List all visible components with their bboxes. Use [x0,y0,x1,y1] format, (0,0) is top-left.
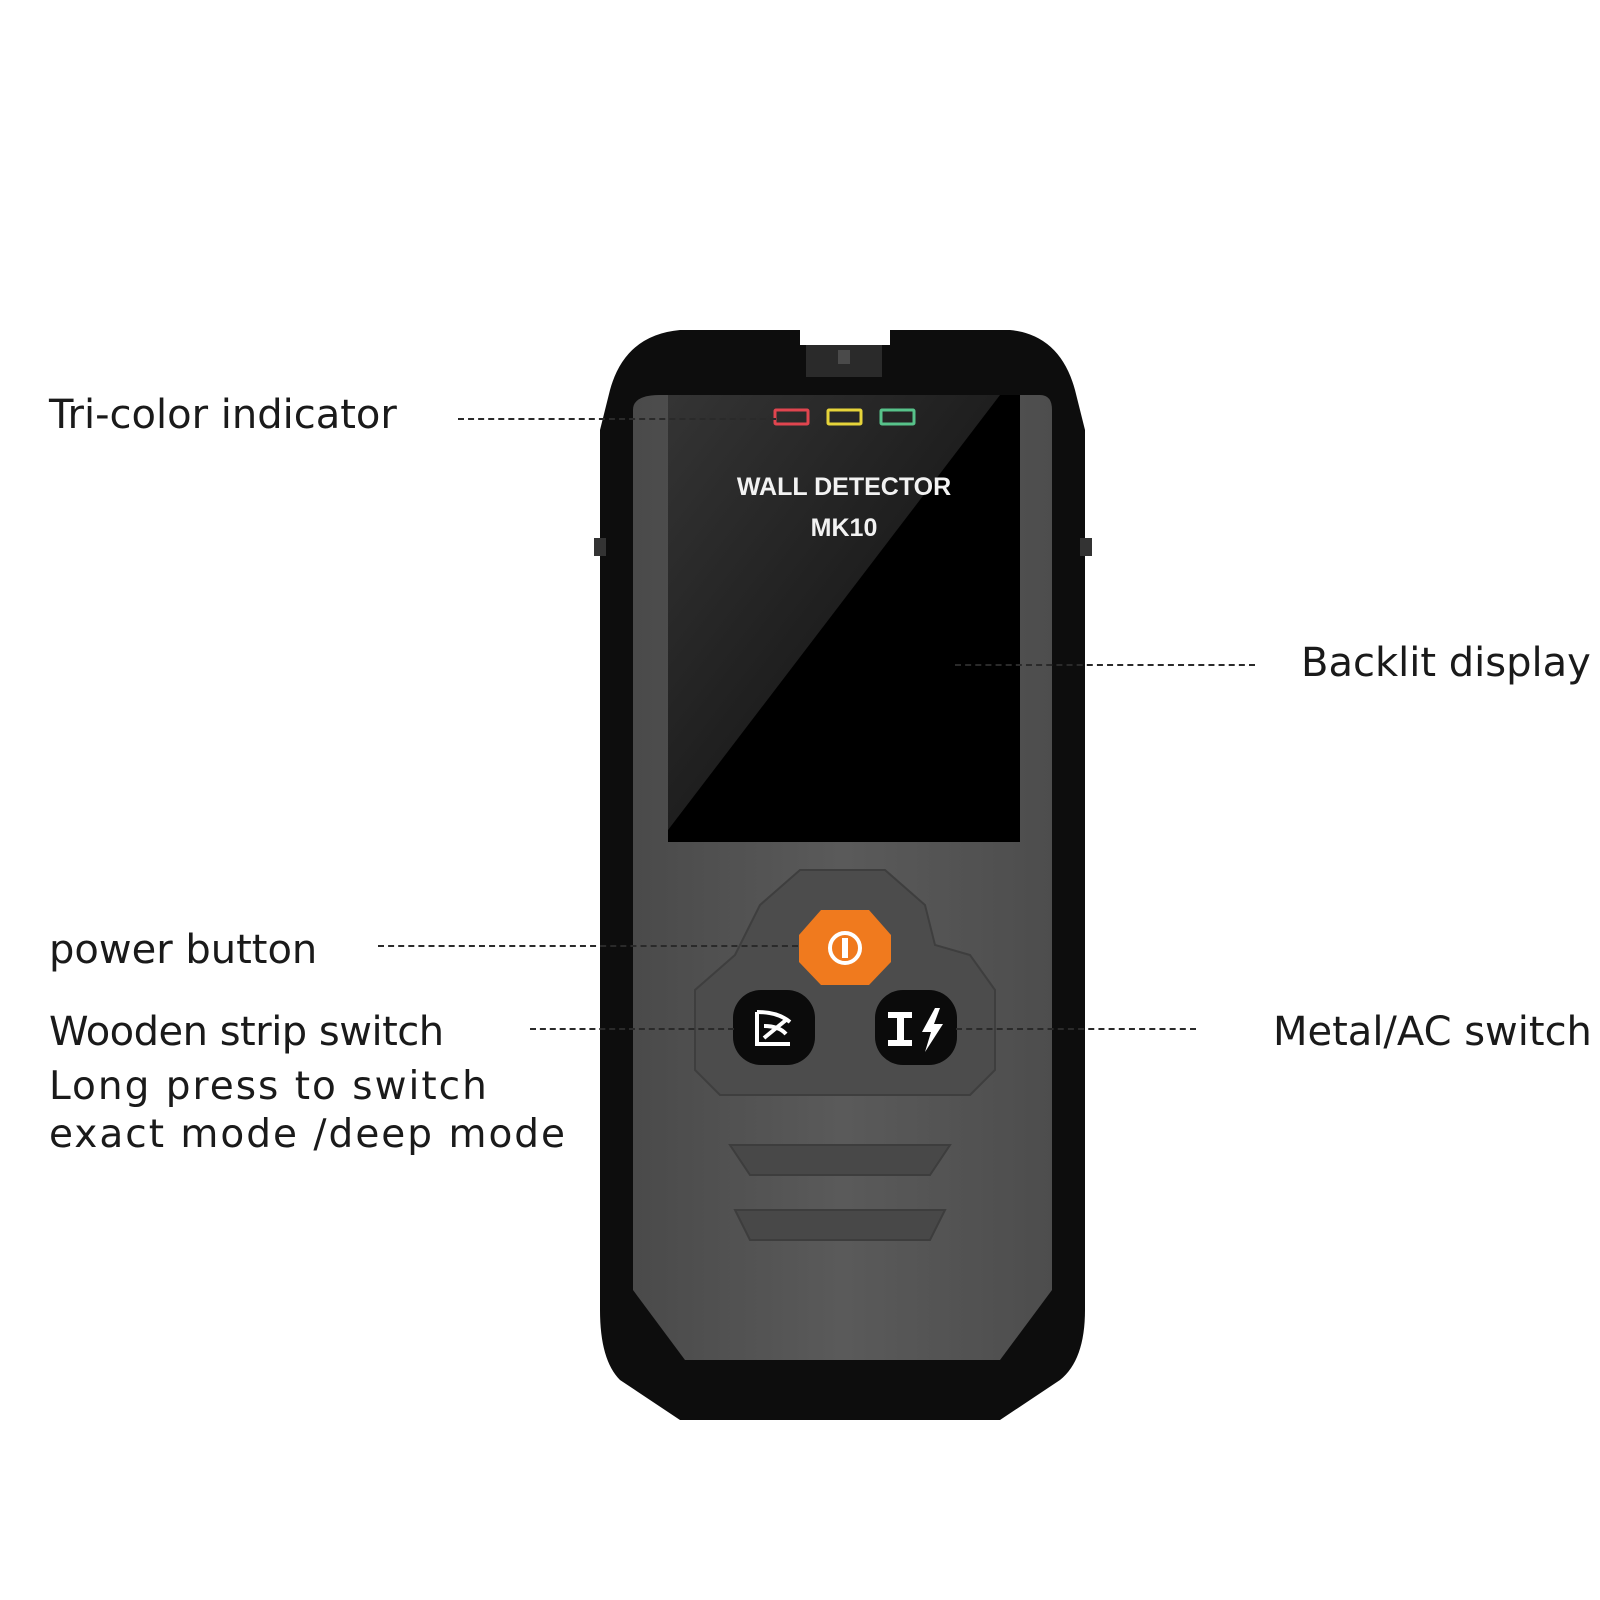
wooden-strip-switch-button[interactable] [733,990,815,1065]
right-grip [1080,538,1092,556]
leader-power-button [378,945,798,947]
long-press-note: Long press to switch exact mode /deep mo… [49,1063,567,1159]
long-press-note-line1: Long press to switch [49,1064,489,1109]
wood-grain-icon [755,1010,792,1046]
callout-power-button: power button [49,927,318,973]
indicator-yellow [826,408,863,426]
indicator-red [773,408,810,426]
callout-tri-color-indicator: Tri-color indicator [49,392,397,438]
leader-backlit-display [955,664,1255,666]
callout-wooden-strip-switch: Wooden strip switch [49,1009,444,1055]
grip-ridge-2 [733,1209,947,1241]
screen-model: MK10 [811,514,878,542]
leader-metal-ac-switch [956,1028,1196,1030]
callout-metal-ac-switch: Metal/AC switch [1273,1009,1592,1055]
metal-ac-icon [888,1008,943,1052]
leader-tri-color-indicator [458,418,776,420]
screen-title: WALL DETECTOR [737,473,951,501]
callout-backlit-display: Backlit display [1301,640,1591,686]
long-press-note-line2: exact mode /deep mode [49,1112,568,1157]
grip-ridge-1 [728,1144,952,1176]
metal-ac-switch-button[interactable] [875,990,957,1065]
tri-color-indicator [773,408,916,426]
indicator-green [879,408,916,426]
power-button[interactable] [799,910,891,985]
left-grip [594,538,606,556]
power-icon [828,931,862,965]
leader-wooden-strip-switch [530,1028,734,1030]
screen-glare [668,395,1000,830]
